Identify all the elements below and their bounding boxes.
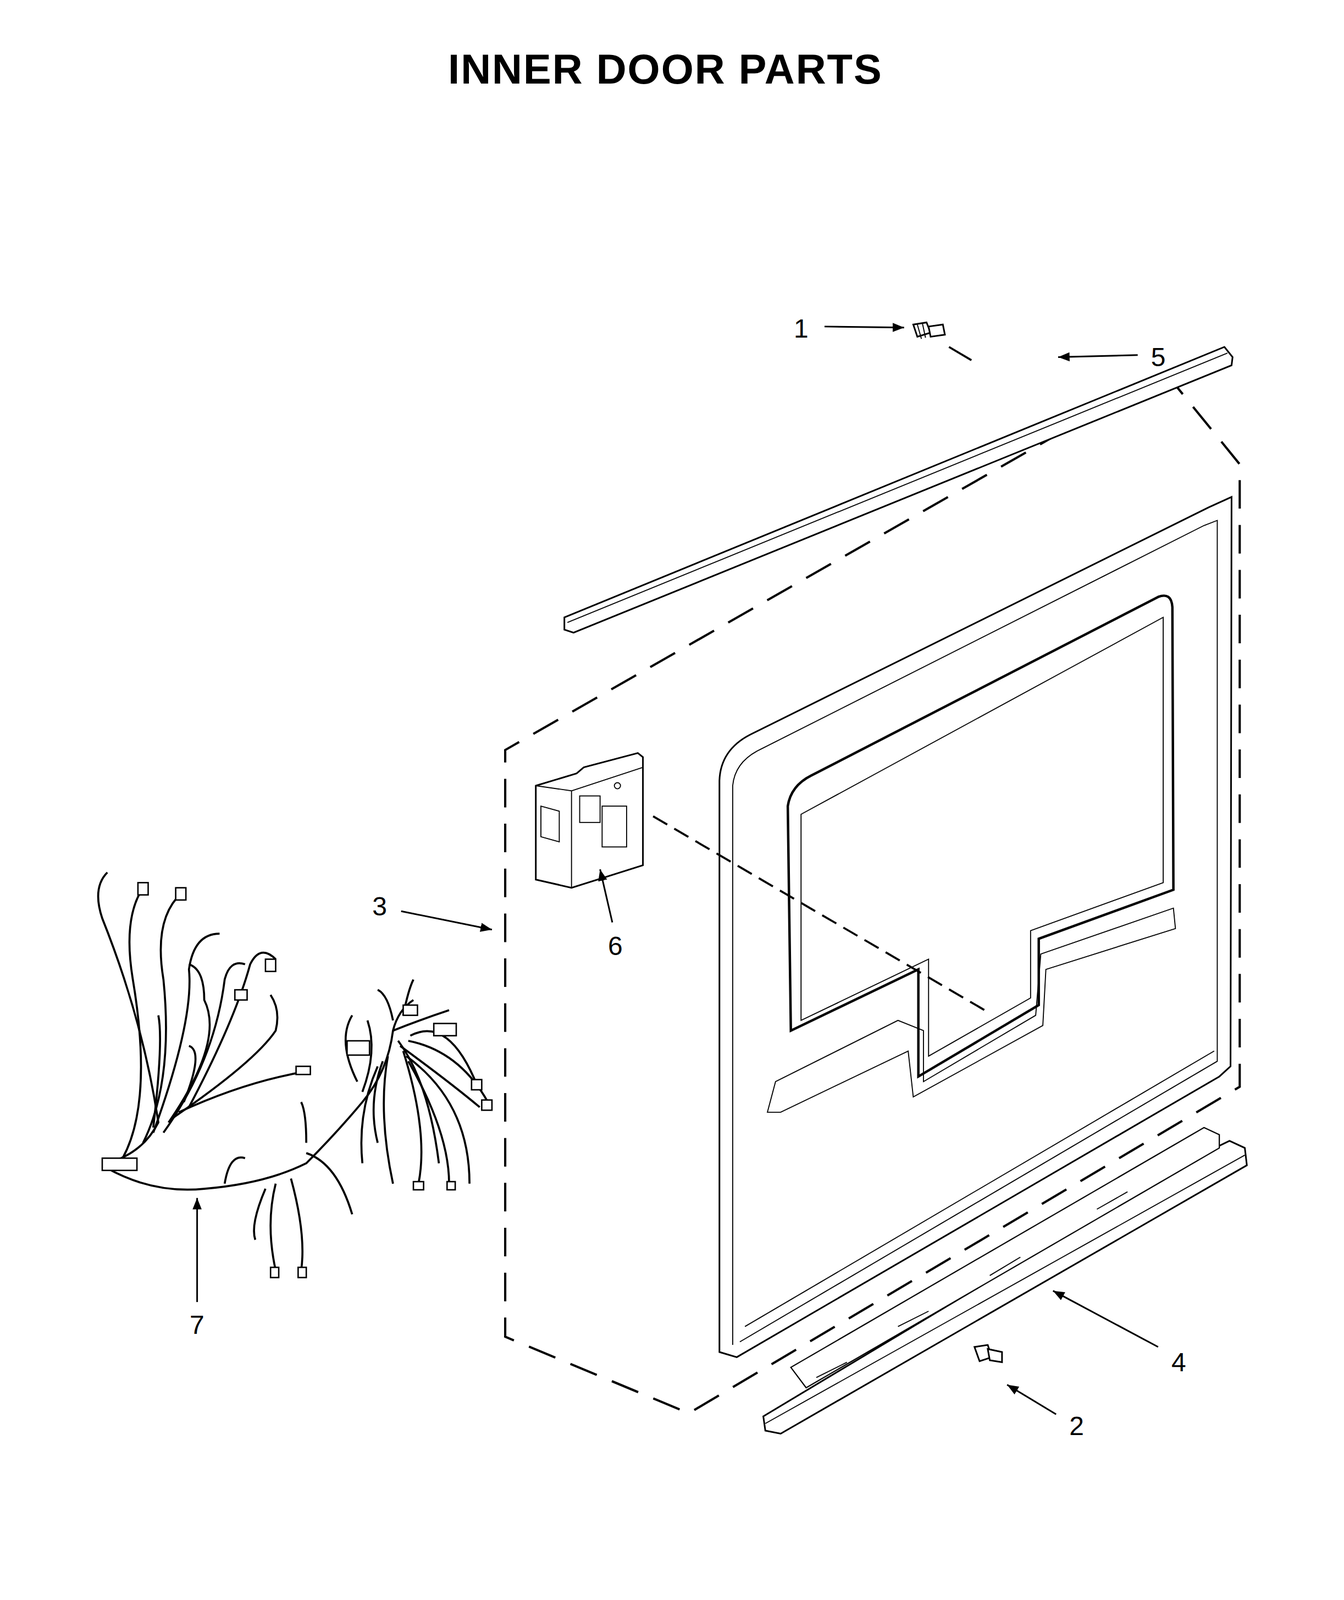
inner-door-panel [719, 496, 1232, 1357]
assembly-outline [505, 382, 1240, 1413]
diagram-title: INNER DOOR PARTS [448, 48, 883, 91]
leader-line [1053, 1290, 1159, 1347]
callout-number: 2 [1069, 1412, 1084, 1440]
callout-number: 5 [1151, 344, 1166, 371]
top-trim-strip [564, 346, 1233, 633]
callout-number: 1 [793, 315, 809, 342]
leader-line [1007, 1384, 1056, 1414]
control-board [535, 753, 644, 888]
callout-number: 7 [189, 1311, 205, 1338]
leader-line [196, 1197, 198, 1302]
leader-line [600, 869, 613, 923]
leader-line [824, 326, 905, 328]
wire-harness [98, 872, 489, 1271]
bottom-trim-strip [763, 1140, 1248, 1434]
screw [974, 1344, 1003, 1363]
callout-number: 6 [607, 932, 623, 960]
leader-line [1058, 355, 1138, 358]
callout-number: 4 [1171, 1348, 1187, 1376]
callout-number: 3 [372, 893, 387, 920]
door-opening [787, 595, 1174, 1077]
screw [913, 322, 945, 339]
leader-line [401, 910, 492, 929]
